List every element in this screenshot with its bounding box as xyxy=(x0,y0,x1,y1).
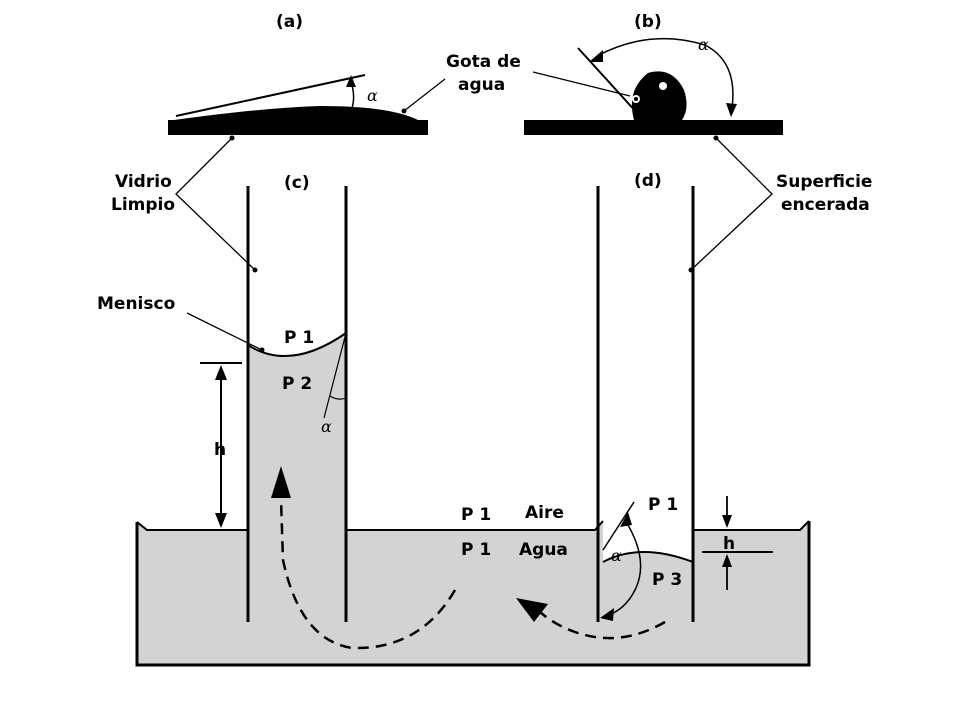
plate-clean-glass: (a) α xyxy=(168,12,428,135)
p1-air-label: P 1 xyxy=(461,505,491,525)
waxed-leader xyxy=(690,137,773,271)
p3-label: P 3 xyxy=(652,570,682,590)
tube-waxed: α P 1 P 3 xyxy=(516,186,695,640)
alpha-arc-d-head-bottom xyxy=(600,608,614,621)
alpha-label-d: α xyxy=(611,546,622,565)
alpha-arc-c xyxy=(329,395,347,400)
height-dep-head-down xyxy=(722,515,732,528)
glass-leader-dot-bottom xyxy=(252,267,258,273)
alpha-label-c: α xyxy=(321,417,332,436)
height-rise-label: h xyxy=(214,440,226,460)
height-rise-head-up xyxy=(215,365,227,380)
glass-label-line2: Limpio xyxy=(111,195,175,215)
drop-leader-a xyxy=(403,78,446,112)
meniscus-leader-dot xyxy=(259,347,265,353)
alpha-line-d xyxy=(602,501,635,551)
water-container xyxy=(135,333,811,667)
flow-arrow-d xyxy=(539,611,666,640)
p1-inside-d: P 1 xyxy=(648,495,678,515)
meniscus-concave xyxy=(247,332,347,357)
alpha-line-b xyxy=(577,47,639,115)
water-drop xyxy=(631,71,687,120)
drop-highlight-dot xyxy=(634,97,638,101)
p2-label: P 2 xyxy=(282,374,312,394)
p1-inside-c: P 1 xyxy=(284,328,314,348)
glass-label-line1: Vidrio xyxy=(115,172,172,192)
panel-b-label: (b) xyxy=(634,12,662,32)
alpha-label-a: α xyxy=(367,86,378,105)
meniscus-label: Menisco xyxy=(97,294,175,314)
tube-clean-glass: α P 1 P 2 xyxy=(246,186,457,650)
alpha-arc-b xyxy=(596,37,734,109)
height-dep-label: h xyxy=(723,534,735,554)
panel-a-label: (a) xyxy=(276,12,303,32)
panel-d-label: (d) xyxy=(634,171,662,191)
drop-leader-a-dot xyxy=(401,108,407,114)
water-film xyxy=(174,106,418,120)
p1-water-label: P 1 xyxy=(461,540,491,560)
glass-leader-dot-top xyxy=(229,135,235,141)
air-label: Aire xyxy=(525,503,564,523)
surface-right xyxy=(693,520,810,531)
water-body xyxy=(137,333,809,665)
waxed-label-line1: Superficie xyxy=(776,172,872,192)
plate-b xyxy=(524,120,783,135)
plate-a xyxy=(168,120,428,135)
alpha-line-c xyxy=(323,332,347,419)
meniscus-leader xyxy=(186,312,263,351)
callouts: Gota de agua Vidrio Limpio Superficie en… xyxy=(97,52,872,560)
surface-middle xyxy=(346,520,604,531)
alpha-arc-d xyxy=(605,519,642,617)
flow-arrowhead-c xyxy=(271,466,291,498)
surface-left xyxy=(136,521,248,531)
plate-waxed: (b) α xyxy=(524,12,783,135)
alpha-label-b: α xyxy=(698,35,709,54)
drop-shine xyxy=(659,82,667,90)
drop-leader-b xyxy=(532,71,631,97)
height-rise-marker: h xyxy=(200,362,242,528)
alpha-line-a xyxy=(175,74,366,117)
container-outline xyxy=(135,521,811,667)
water-label: Agua xyxy=(519,540,568,560)
alpha-arc-b-head-left xyxy=(589,50,603,62)
flow-arrow-c xyxy=(279,499,457,650)
drop-label-line1: Gota de xyxy=(446,52,521,72)
waxed-leader-dot-top xyxy=(713,135,719,141)
glass-leader xyxy=(175,137,256,271)
flow-arrowhead-d xyxy=(516,598,548,622)
waxed-label-line2: encerada xyxy=(781,195,870,215)
height-rise-head-down xyxy=(215,513,227,528)
height-depression-marker: h xyxy=(702,496,773,590)
alpha-arc-b-head-right xyxy=(726,103,737,117)
waxed-leader-dot-bottom xyxy=(688,267,694,273)
meniscus-convex xyxy=(602,551,694,563)
panel-c-label: (c) xyxy=(284,173,310,193)
height-dep-head-up xyxy=(722,554,732,567)
alpha-arc-a-head xyxy=(346,75,356,87)
alpha-arc-d-head-top xyxy=(620,512,632,527)
drop-label-line2: agua xyxy=(458,75,505,95)
